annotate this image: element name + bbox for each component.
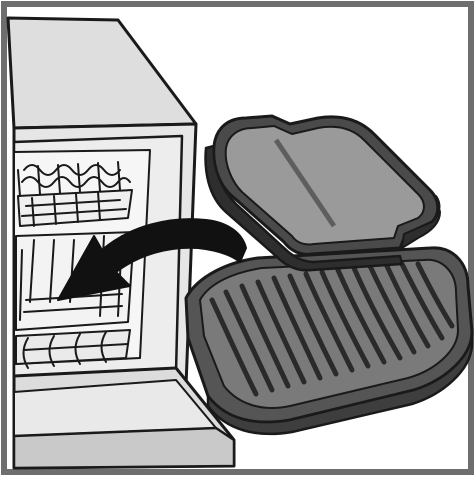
- dishwasher-door-edge: [14, 428, 234, 468]
